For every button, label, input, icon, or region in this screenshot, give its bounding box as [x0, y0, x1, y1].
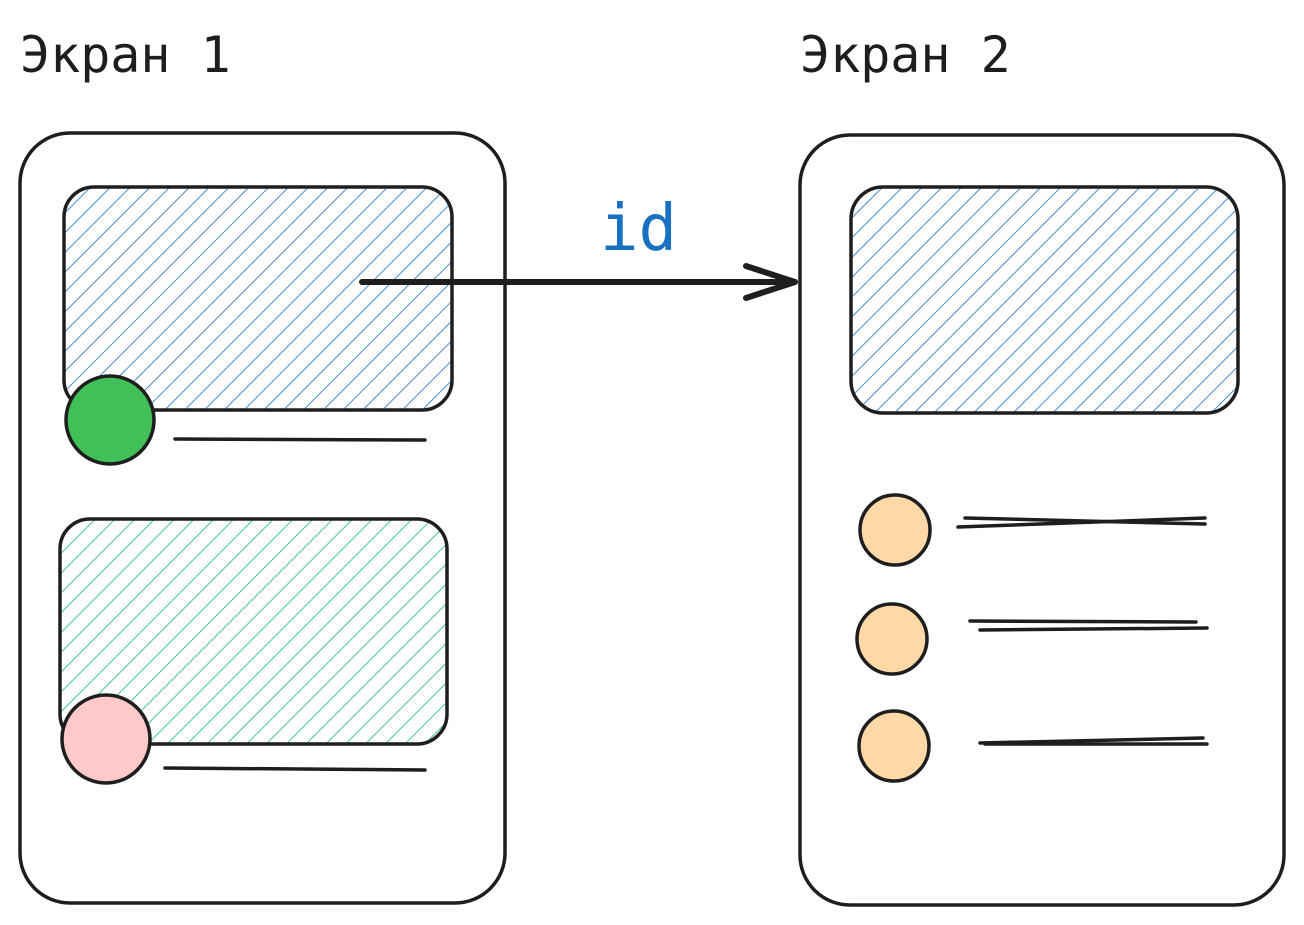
avatar-pink	[60, 693, 152, 785]
avatar-orange	[858, 493, 932, 567]
screen-1-frame	[18, 131, 507, 905]
detail-image-blue	[849, 185, 1240, 415]
screen-1-title: Экран 1	[20, 26, 231, 84]
screen-1	[18, 131, 507, 905]
card-text-line	[163, 766, 427, 772]
screen-2	[798, 133, 1286, 907]
screen-1-card-2	[58, 517, 449, 785]
arrow-label: id	[600, 192, 677, 266]
screen-2-frame	[798, 133, 1286, 907]
arrow-head-icon	[743, 263, 798, 301]
screen-1-card-1	[62, 185, 454, 466]
avatar-green	[64, 374, 156, 466]
list-text-line	[978, 736, 1205, 745]
list-item	[858, 493, 1207, 567]
avatar-orange	[855, 602, 929, 676]
card-image-green	[58, 517, 449, 746]
list-text-line	[963, 516, 1207, 526]
list-item	[855, 602, 1209, 676]
list-text-line	[968, 619, 1198, 624]
list-item	[857, 709, 1209, 783]
list-text-line	[978, 626, 1209, 632]
avatar-orange	[857, 709, 931, 783]
card-text-line	[173, 437, 427, 442]
card-image-blue	[62, 185, 454, 412]
screen-2-title: Экран 2	[800, 26, 1011, 84]
navigation-arrow: id	[359, 192, 798, 301]
